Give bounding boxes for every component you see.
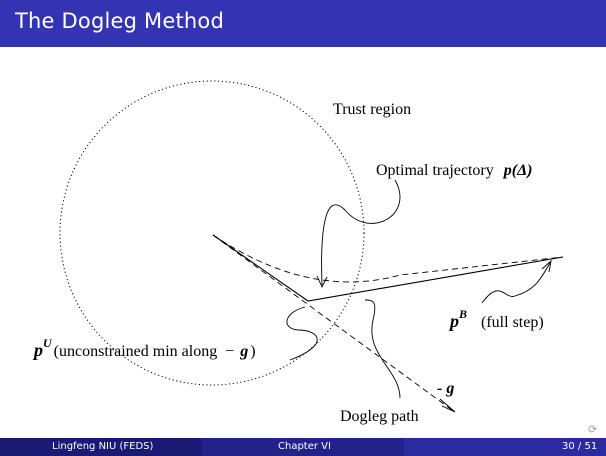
p-delta-symbol: p(Δ) [502, 162, 533, 179]
footer-author: Lingfeng NIU (FEDS) [52, 441, 154, 452]
pB-label: pB (full step) [448, 307, 544, 331]
pU-symbol: p [32, 340, 43, 360]
pU-superscript: U [43, 336, 53, 350]
footer-bar: Lingfeng NIU (FEDS) Chapter VI 30 / 51 [0, 438, 606, 456]
footer-chapter-section: Chapter VI [202, 438, 404, 456]
pB-pointer [481, 262, 551, 304]
footer-page-section: 30 / 51 [404, 438, 606, 456]
dogleg-path-pointer [364, 299, 401, 399]
optimal-trajectory-curve [212, 234, 564, 283]
pU-label: pU(unconstrained min along−g) [32, 336, 256, 360]
pB-superscript: B [458, 307, 467, 321]
footer-chapter: Chapter VI [278, 441, 331, 452]
title-bar: The Dogleg Method [0, 0, 606, 47]
optimal-trajectory-pointer [321, 179, 401, 286]
pB-arrowhead [541, 259, 552, 273]
trust-region-label: Trust region [333, 101, 411, 118]
neg-gradient-ray [212, 234, 453, 411]
pU-close-paren: ) [250, 343, 255, 360]
optimal-trajectory-text: Optimal trajectory [376, 162, 494, 179]
slide-title: The Dogleg Method [15, 9, 225, 33]
pU-g: g [239, 343, 248, 360]
pU-description: (unconstrained min along [54, 343, 218, 360]
optimal-trajectory-arrowhead [316, 275, 328, 289]
pB-description: (full step) [481, 314, 544, 331]
dogleg-path-label: Dogleg path [340, 408, 419, 425]
loop-arrow-icon[interactable]: ⟳ [588, 423, 598, 436]
neg-gradient-arrowhead [439, 398, 456, 413]
neg-g-label: - g [437, 380, 454, 397]
footer-page-number: 30 / 51 [562, 441, 598, 452]
optimal-trajectory-label: Optimal trajectory p(Δ) [376, 162, 532, 179]
pU-minus: − [225, 343, 234, 360]
pB-symbol: p [448, 311, 459, 331]
dogleg-path-line [212, 234, 564, 302]
trust-region-circle [59, 80, 365, 386]
pU-pointer [286, 306, 318, 361]
footer-author-section: Lingfeng NIU (FEDS) [0, 438, 202, 456]
